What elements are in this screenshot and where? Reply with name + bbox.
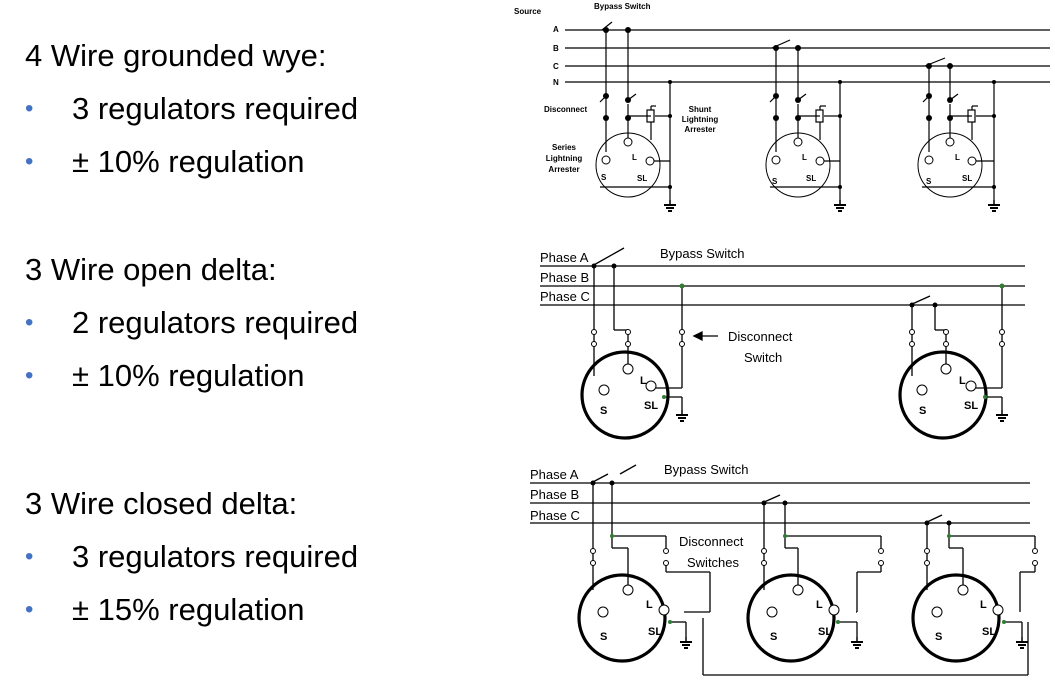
bullet-dot-icon: • [25, 148, 34, 175]
bullet-text: ± 15% regulation [72, 592, 305, 627]
ground-icon [850, 636, 864, 649]
diagram-closed-delta-labels: Phase A Phase B Phase C Bypass Switch Di… [530, 462, 996, 643]
phase-b-label: Phase B [540, 270, 589, 285]
terminal-sl-label: SL [962, 174, 972, 183]
disconnect-switch-label: Disconnect [728, 329, 793, 344]
terminal-l-label: L [959, 375, 966, 387]
series-arrester-label: Series [552, 143, 577, 152]
ground-icon [675, 409, 689, 422]
text-panel: 4 Wire grounded wye: • 3 regulators requ… [0, 0, 500, 684]
shunt-arrester-label: Shunt [689, 105, 712, 114]
disconnect-label: Disconnect [544, 105, 587, 114]
diagram-closed-delta-green-junctions [610, 534, 1006, 624]
bypass-switch-label: Bypass Switch [660, 246, 745, 261]
phase-c-label: Phase C [530, 508, 580, 523]
terminal-l-label: L [802, 153, 807, 162]
terminal-s-label: S [600, 405, 607, 417]
bullet-text: ± 10% regulation [72, 144, 305, 179]
ground-icon [833, 199, 847, 212]
terminal-sl-label: SL [982, 626, 996, 638]
phase-b-label: B [553, 44, 559, 53]
diagram-grounded-wye-terminals [601, 137, 977, 166]
terminal-l-label: L [632, 153, 637, 162]
phase-a-label: A [553, 25, 559, 34]
phase-a-label: Phase A [530, 467, 579, 482]
diagram-open-delta-junctions [591, 263, 938, 308]
diagram-closed-delta-junctions [590, 480, 952, 526]
phase-b-label: Phase B [530, 487, 579, 502]
section-heading-open-delta: 3 Wire open delta: [25, 252, 277, 287]
bypass-switch-label: Bypass Switch [594, 2, 651, 11]
terminal-l-label: L [640, 375, 647, 387]
diagram-closed-delta-switches [590, 548, 1038, 618]
bullet-text: 3 regulators required [72, 539, 359, 574]
terminal-s-label: S [601, 173, 607, 182]
shunt-arrester-label: Arrester [684, 125, 715, 134]
terminal-sl-label: SL [818, 626, 832, 638]
terminal-sl-label: SL [806, 174, 816, 183]
bullet-dot-icon: • [25, 362, 34, 389]
terminal-l-label: L [955, 153, 960, 162]
terminal-s-label: S [770, 631, 777, 643]
ground-icon [987, 199, 1001, 212]
terminal-l-label: L [646, 599, 653, 611]
section-heading-grounded-wye: 4 Wire grounded wye: [25, 38, 327, 73]
terminal-s-label: S [926, 177, 932, 186]
series-arrester-label: Arrester [548, 165, 579, 174]
section-heading-closed-delta: 3 Wire closed delta: [25, 486, 298, 521]
terminal-s-label: S [919, 405, 926, 417]
diagram-grounded-wye-junctions [603, 27, 996, 189]
bullet-text: 2 regulators required [72, 305, 359, 340]
diagram-closed-delta [530, 473, 1036, 676]
bullet-dot-icon: • [25, 95, 34, 122]
ground-icon [663, 199, 677, 212]
terminal-sl-label: SL [648, 626, 662, 638]
terminal-sl-label: SL [637, 174, 647, 183]
diagram-open-delta-labels: Phase A Phase B Phase C Bypass Switch Di… [540, 246, 978, 417]
bullet-dot-icon: • [25, 596, 34, 623]
terminal-l-label: L [980, 599, 987, 611]
diagram-open-delta-green-junctions [662, 283, 1005, 399]
disconnect-switches-label: Disconnect [679, 534, 744, 549]
terminal-sl-label: SL [644, 400, 658, 412]
ground-icon [995, 409, 1009, 422]
ground-icon [1015, 636, 1029, 649]
bullet-text: ± 10% regulation [72, 358, 305, 393]
diagram-open-delta-switches [591, 329, 1005, 396]
bypass-switch-label: Bypass Switch [664, 462, 749, 477]
neutral-label: N [553, 78, 559, 87]
phase-c-label: C [553, 62, 559, 71]
phase-a-label: Phase A [540, 250, 589, 265]
diagram-grounded-wye-labels: Source Bypass Switch A B C N Disconnect … [514, 2, 972, 186]
phase-c-label: Phase C [540, 289, 590, 304]
terminal-sl-label: SL [964, 400, 978, 412]
terminal-l-label: L [816, 599, 823, 611]
bullet-text: 3 regulators required [72, 91, 359, 126]
ground-icon [679, 636, 693, 649]
terminal-s-label: S [772, 177, 778, 186]
bullet-dot-icon: • [25, 309, 34, 336]
terminal-s-label: S [600, 631, 607, 643]
series-arrester-label: Lightning [546, 154, 583, 163]
disconnect-switches-label: Switches [687, 555, 740, 570]
disconnect-switch-label: Switch [744, 350, 782, 365]
bullet-dot-icon: • [25, 543, 34, 570]
shunt-arrester-label: Lightning [682, 115, 719, 124]
terminal-s-label: S [935, 631, 942, 643]
source-label: Source [514, 7, 542, 16]
